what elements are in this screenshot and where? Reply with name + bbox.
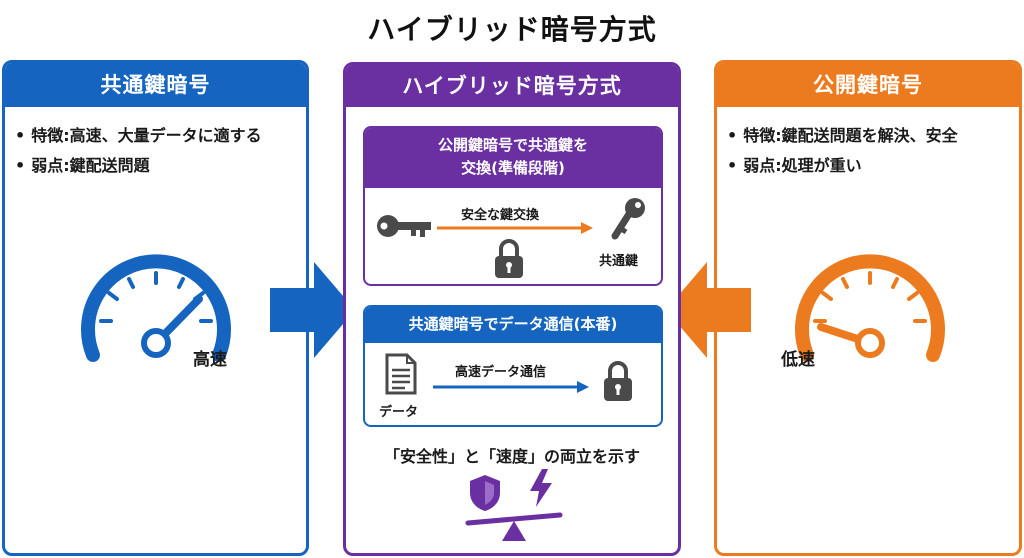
secure-exchange-label: 安全な鍵交換: [461, 208, 540, 223]
shared-key-label: 共通鍵: [599, 254, 639, 269]
symmetric-key-heading: 共通鍵暗号: [5, 63, 306, 107]
symmetric-key-bullets: 特徴:高速、大量データに適する 弱点:鍵配送問題: [5, 107, 306, 181]
lock-icon: [604, 361, 632, 401]
bullet-feature: 特徴:鍵配送問題を解決、安全: [727, 121, 1019, 151]
slow-label: 低速: [781, 350, 815, 370]
public-key-panel: 公開鍵暗号 特徴:鍵配送問題を解決、安全 弱点:処理が重い 低速: [714, 60, 1022, 556]
key-icon: [377, 215, 431, 237]
fast-communication-label: 高速データ通信: [455, 365, 547, 380]
data-communication-step: 共通鍵暗号でデータ通信(本番) データ 高速データ通信: [363, 305, 663, 427]
left-arrow-icon: [666, 262, 751, 358]
hybrid-heading: ハイブリッド暗号方式: [346, 65, 678, 107]
public-key-heading: 公開鍵暗号: [717, 63, 1019, 107]
lock-icon: [495, 239, 523, 278]
shield-icon: [470, 475, 500, 511]
slow-speedometer-icon: [795, 254, 945, 362]
key-exchange-heading: 公開鍵暗号で共通鍵を 交換(準備段階): [365, 128, 661, 188]
document-icon: [385, 353, 417, 395]
lightning-icon: [530, 469, 552, 507]
data-communication-heading: 共通鍵暗号でデータ通信(本番): [365, 307, 661, 343]
page-title: ハイブリッド暗号方式: [367, 13, 657, 46]
data-label: データ: [379, 405, 419, 420]
bullet-feature: 特徴:高速、大量データに適する: [15, 121, 306, 151]
communication-arrow: [433, 381, 589, 393]
fast-label: 高速: [193, 350, 227, 370]
bullet-weakness: 弱点:鍵配送問題: [15, 151, 306, 181]
key-icon: [611, 198, 645, 240]
key-exchange-step: 公開鍵暗号で共通鍵を 交換(準備段階) 安全な鍵交換 共通鍵: [363, 126, 663, 286]
exchange-arrow: [437, 222, 593, 234]
bullet-weakness: 弱点:処理が重い: [727, 151, 1019, 181]
balance-icon: [465, 512, 563, 541]
right-arrow-icon: [270, 262, 355, 358]
public-key-bullets: 特徴:鍵配送問題を解決、安全 弱点:処理が重い: [717, 107, 1019, 181]
fast-speedometer-icon: [81, 254, 231, 362]
symmetric-key-panel: 共通鍵暗号 特徴:高速、大量データに適する 弱点:鍵配送問題 高速: [2, 60, 309, 556]
balance-caption: 「安全性」と「速度」の両立を示す: [383, 447, 640, 466]
hybrid-panel: ハイブリッド暗号方式 公開鍵暗号で共通鍵を 交換(準備段階) 安全な鍵交換: [343, 62, 681, 556]
